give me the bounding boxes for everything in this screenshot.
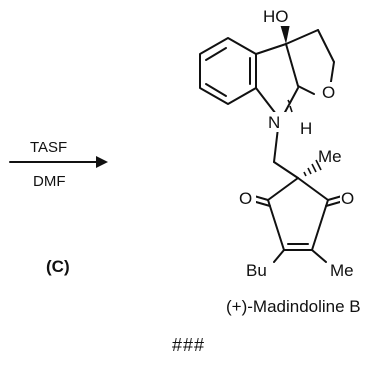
ketone-right-label: O (341, 189, 354, 208)
butyl-label: Bu (246, 261, 267, 280)
hashed-bonds (287, 99, 322, 177)
nitrogen-label: N (268, 113, 280, 132)
compound-label: (C) (46, 257, 70, 276)
arrowhead (96, 156, 108, 168)
hydrogen-label: H (300, 119, 312, 138)
solvent-label: DMF (33, 173, 66, 190)
product-name: (+)-Madindoline B (226, 297, 361, 316)
reagent-label: TASF (30, 139, 67, 156)
wedge-oh (280, 24, 290, 44)
bond-lines (9, 29, 343, 263)
benzene-ring (199, 37, 257, 105)
methyl-top-label: Me (318, 147, 342, 166)
hydroxyl-label: HO (263, 7, 289, 26)
methyl-bottom-label: Me (330, 261, 354, 280)
ketone-left-label: O (239, 189, 252, 208)
footer-marker: ### (171, 335, 206, 355)
wedge-bonds (96, 24, 290, 168)
ring-oxygen-label: O (322, 83, 335, 102)
